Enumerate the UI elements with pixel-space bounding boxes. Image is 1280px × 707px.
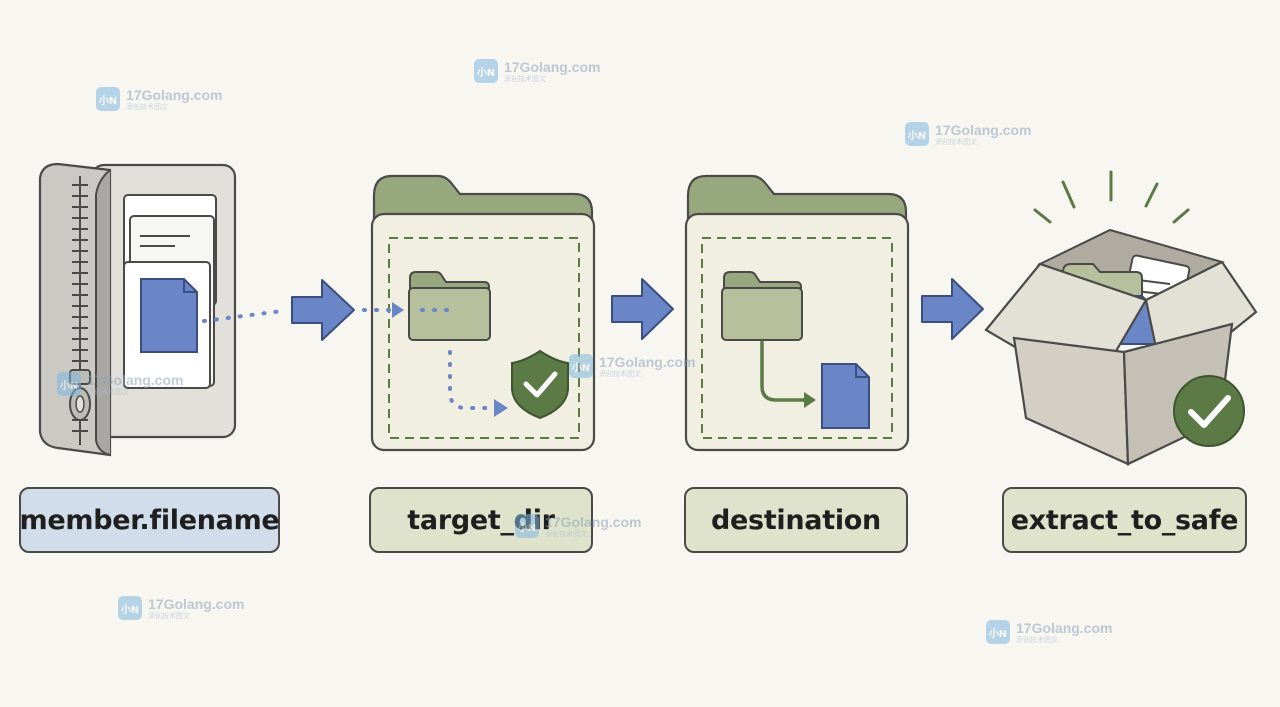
solid-path [760,340,808,402]
target-dir-label: target_dir [369,487,593,553]
member-filename-label: member.filename [19,487,280,553]
folder-icon [721,271,803,341]
check-circle-icon [1173,375,1245,447]
open-box-icon [984,170,1258,466]
zip-archive-icon [38,162,237,457]
shield-check-icon [511,349,569,420]
arrow-right-icon [921,278,984,340]
arrow-right-icon [611,278,674,340]
destination-label: destination [684,487,908,553]
arrow-right-icon [291,279,355,341]
extract-to-safe-label: extract_to_safe [1002,487,1247,553]
folder-icon [408,271,491,341]
dotted-connector-1 [202,309,284,323]
file-icon [821,363,870,429]
